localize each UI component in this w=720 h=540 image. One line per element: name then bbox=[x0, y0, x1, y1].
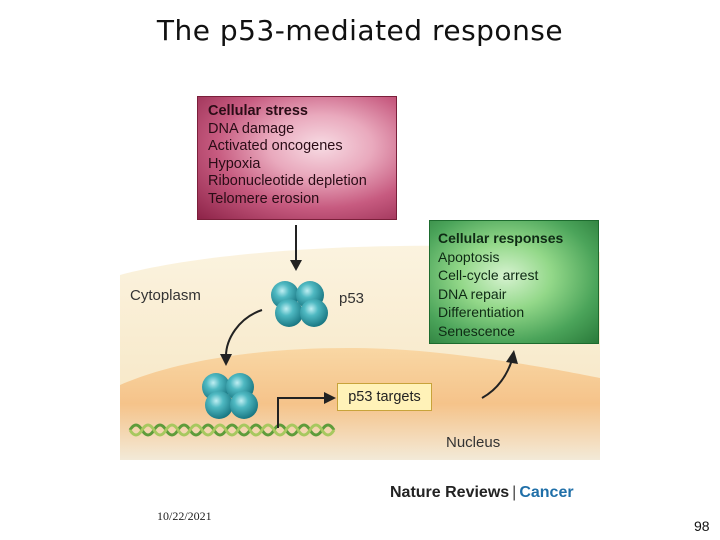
stress-item: Telomere erosion bbox=[208, 190, 320, 207]
response-item: Cell-cycle arrest bbox=[438, 267, 539, 283]
response-item: Senescence bbox=[438, 322, 516, 339]
responses-header: Cellular responses bbox=[438, 230, 564, 246]
response-item: DNA repair bbox=[438, 285, 507, 302]
cellular-stress-box: Cellular stress DNA damage Activated onc… bbox=[197, 96, 397, 220]
slide-date: 10/22/2021 bbox=[157, 509, 212, 523]
p53-label: p53 bbox=[339, 290, 365, 307]
journal-section: Cancer bbox=[519, 484, 574, 501]
response-item: Apoptosis bbox=[438, 248, 500, 265]
stress-item: Ribonucleotide depletion bbox=[208, 173, 367, 189]
dna-helix-icon bbox=[128, 423, 336, 437]
curved-arrow-icon bbox=[481, 350, 518, 399]
cytoplasm-label: Cytoplasm bbox=[130, 287, 201, 304]
stress-header: Cellular stress bbox=[208, 103, 308, 119]
cellular-responses-box: Cellular responses Apoptosis Cell-cycle … bbox=[429, 220, 599, 344]
journal-name: Nature Reviews bbox=[390, 484, 510, 501]
arrow-down-icon bbox=[290, 225, 302, 271]
bent-arrow-icon bbox=[277, 392, 336, 428]
journal-credit: Nature Reviews|Cancer bbox=[390, 484, 574, 502]
curved-arrow-icon bbox=[220, 309, 263, 366]
page-number: 98 bbox=[694, 518, 710, 534]
stress-item: DNA damage bbox=[208, 120, 295, 137]
nucleus-label: Nucleus bbox=[446, 434, 501, 451]
p53-targets-box: p53 targets bbox=[337, 383, 432, 411]
slide-title: The p53-mediated response bbox=[156, 14, 564, 47]
stress-item: Activated oncogenes bbox=[208, 138, 343, 154]
p53-tetramer-icon bbox=[202, 373, 258, 419]
stress-item: Hypoxia bbox=[208, 155, 261, 172]
response-item: Differentiation bbox=[438, 304, 525, 320]
p53-tetramer-icon bbox=[271, 281, 328, 327]
brand-separator: | bbox=[512, 484, 517, 501]
